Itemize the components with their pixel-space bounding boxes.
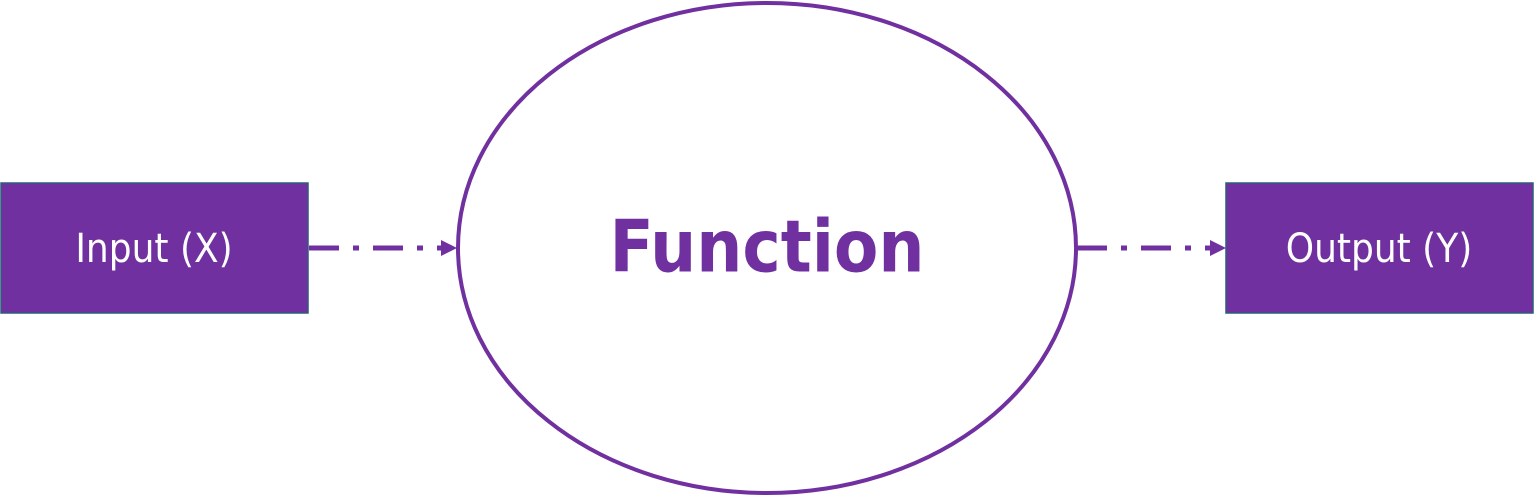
function-label: Function bbox=[609, 205, 924, 289]
function-ellipse bbox=[456, 1, 1078, 495]
edge-function-to-output bbox=[1077, 240, 1226, 256]
input-box bbox=[0, 182, 309, 314]
output-node: Output (Y) bbox=[1225, 182, 1534, 314]
output-box bbox=[1225, 182, 1534, 314]
edge-input-to-function bbox=[309, 240, 457, 256]
output-label: Output (Y) bbox=[1286, 226, 1472, 272]
input-label: Input (X) bbox=[75, 226, 232, 272]
function-node: Function bbox=[456, 1, 1078, 495]
arrowhead-icon bbox=[1210, 240, 1226, 256]
arrowhead-icon bbox=[441, 240, 457, 256]
input-node: Input (X) bbox=[0, 182, 309, 314]
